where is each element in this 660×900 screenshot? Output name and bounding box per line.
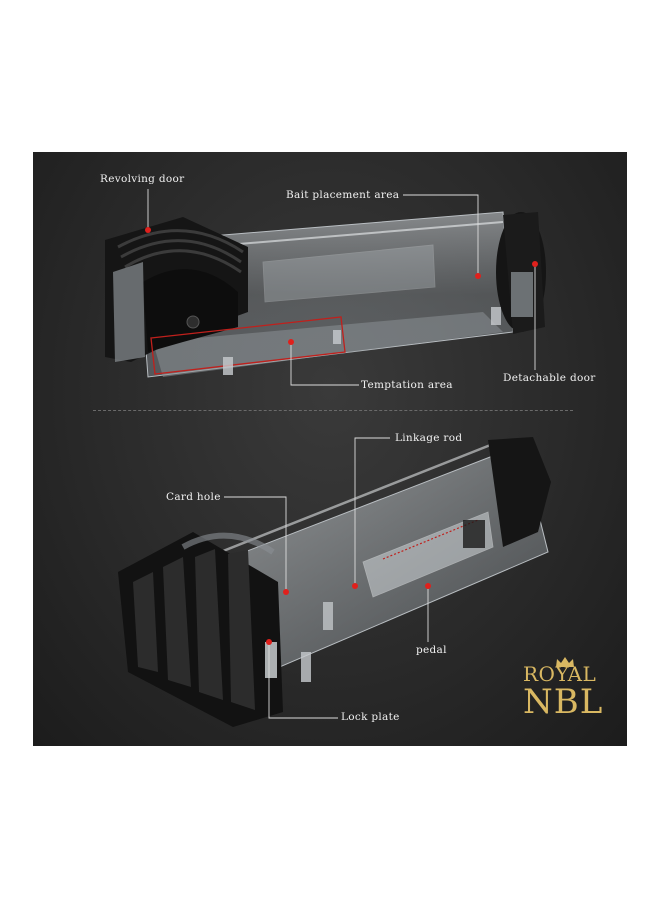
label-detachable-door: Detachable door [503,372,596,384]
label-revolving-door: Revolving door [100,173,185,185]
top-markers [145,227,538,345]
bottom-leader-lines [224,437,429,719]
label-linkage-rod: Linkage rod [395,432,463,444]
top-leader-lines [147,189,536,386]
label-card-hole: Card hole [166,491,221,503]
label-lock-plate: Lock plate [341,711,400,723]
label-pedal: pedal [416,644,447,656]
brand-logo-bottom: NBL [523,682,604,722]
bottom-markers [266,583,431,645]
crown-icon [556,657,574,667]
top-trap [105,211,546,378]
product-photo-panel: Revolving door Bait placement area Tempt… [33,152,627,746]
section-divider [93,410,573,411]
label-temptation-area: Temptation area [361,379,453,391]
bottom-trap [118,437,551,727]
label-bait-placement-area: Bait placement area [286,189,400,201]
trap-illustration [105,189,551,727]
brand-logo-top: ROYAL [523,662,597,686]
